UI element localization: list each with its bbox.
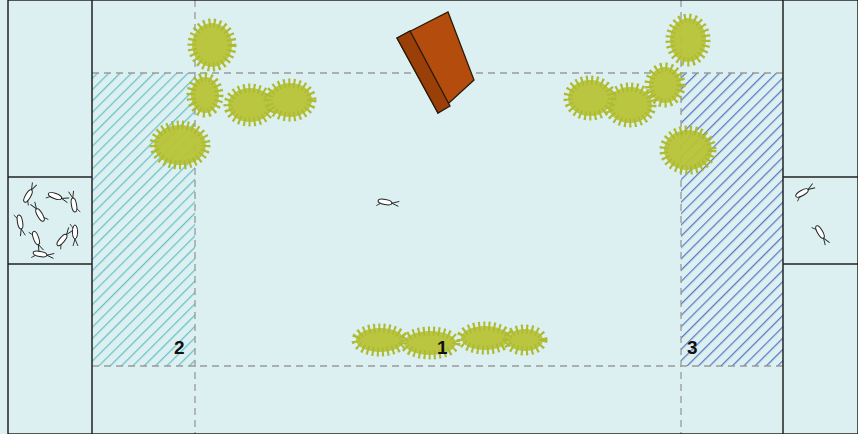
callout-number: 2 — [174, 338, 185, 357]
callout-number: 3 — [687, 338, 698, 357]
dashed-grid — [92, 0, 783, 434]
insects — [14, 182, 830, 261]
hatched-zone — [681, 73, 783, 366]
hatched-zone — [92, 73, 195, 366]
flower-pot — [397, 12, 474, 113]
callout-number: 1 — [437, 338, 448, 357]
arena-walls — [8, 0, 858, 434]
